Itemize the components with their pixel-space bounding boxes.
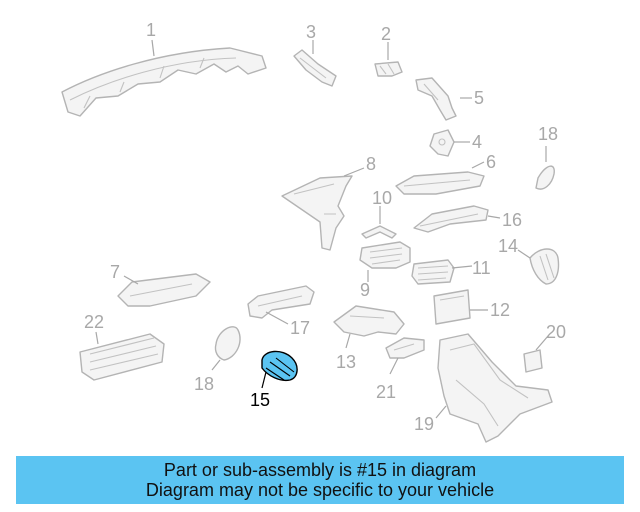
leader-16 [487,215,501,219]
part-14-side-vent[interactable] [529,248,560,285]
callout-22[interactable]: 22 [84,312,104,332]
leader-8 [343,167,365,177]
banner-line-2: Diagram may not be specific to your vehi… [145,480,495,500]
part-18-upper-grille[interactable] [535,165,555,190]
part-15-highlighted-vent[interactable] [261,350,298,382]
callout-8[interactable]: 8 [366,154,376,174]
leader-15 [261,371,267,389]
leader-19 [435,405,447,419]
leader-14 [517,249,531,259]
part-7-glovebox-duct[interactable] [117,273,211,307]
leader-20 [535,335,549,351]
part-8-center-duct[interactable] [281,175,353,251]
part-11-vent[interactable] [411,259,455,285]
part-21-outlet[interactable] [385,337,425,359]
part-2-vent-cap[interactable] [374,61,403,77]
part-19-floor-duct[interactable] [437,333,553,443]
part-13-blower-case[interactable] [333,305,405,337]
callout-14[interactable]: 14 [498,236,518,256]
part-22-grille[interactable] [79,333,165,381]
callout-20[interactable]: 20 [546,322,566,342]
part-15-body [261,350,298,382]
callout-3[interactable]: 3 [306,22,316,42]
leader-13 [345,333,351,349]
part-4-clip[interactable] [429,129,455,157]
part-6-defroster-duct[interactable] [395,171,485,195]
leader-17 [265,311,289,325]
callout-18-upper[interactable]: 18 [538,124,558,144]
callout-11[interactable]: 11 [472,258,491,278]
part-1-dash-duct[interactable] [61,47,267,117]
callout-4[interactable]: 4 [472,132,482,152]
part-20-bracket[interactable] [523,349,543,373]
part-10-connector[interactable] [361,225,397,239]
info-banner: Part or sub-assembly is #15 in diagram D… [16,456,624,504]
callout-12[interactable]: 12 [490,300,510,320]
callout-5[interactable]: 5 [474,88,484,108]
callout-19[interactable]: 19 [414,414,434,434]
part-12-housing[interactable] [433,289,471,325]
part-3-bracket[interactable] [293,49,337,87]
leader-1 [151,39,155,57]
leader-18b [211,359,221,371]
part-9-center-vent[interactable] [359,241,411,269]
callout-7[interactable]: 7 [110,262,120,282]
callout-17[interactable]: 17 [290,318,310,338]
callout-6[interactable]: 6 [486,152,496,172]
parts-diagram: 1 2 3 5 4 6 18 8 [61,20,566,443]
callout-18-lower[interactable]: 18 [194,374,214,394]
callout-2[interactable]: 2 [381,24,391,44]
leader-22 [95,331,99,345]
callout-15[interactable]: 15 [250,390,270,410]
leader-7 [123,275,139,285]
part-16-side-duct[interactable] [413,205,489,233]
part-5-hose[interactable] [415,77,457,121]
callout-9[interactable]: 9 [360,280,370,300]
leader-6 [471,161,485,169]
banner-line-1: Part or sub-assembly is #15 in diagram [163,460,477,480]
callout-1[interactable]: 1 [146,20,156,40]
part-17-rear-duct[interactable] [247,285,315,319]
callout-21[interactable]: 21 [376,382,396,402]
callout-16[interactable]: 16 [502,210,522,230]
leader-21 [389,357,399,375]
part-15-louvers [265,357,295,381]
callout-13[interactable]: 13 [336,352,356,372]
part-18-lower-grille[interactable] [214,326,241,361]
leader-11 [451,265,473,269]
callout-10[interactable]: 10 [372,188,392,208]
